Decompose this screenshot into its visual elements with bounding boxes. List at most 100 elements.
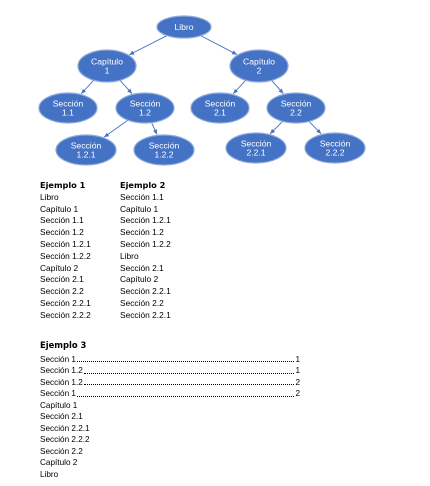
node-label: 1 — [105, 66, 110, 76]
node-label: Sección — [149, 141, 180, 151]
list-item: Sección 1.2.1 — [120, 215, 171, 226]
node-label: Capítulo — [243, 57, 275, 67]
node-shape — [55, 134, 117, 166]
edge-libro-cap2 — [200, 35, 238, 55]
list-item: Capítulo 1 — [120, 203, 159, 214]
example-2-title: Ejemplo 2 — [120, 180, 166, 190]
node-label: 1.2.1 — [76, 150, 95, 160]
list-item: Sección 2.1 — [120, 262, 164, 273]
node-label: Sección — [205, 99, 236, 109]
node-shape — [133, 134, 195, 166]
list-item: Libro — [120, 250, 139, 261]
edge-cap2-sec22 — [271, 80, 284, 94]
edge-sec12-sec121 — [103, 119, 129, 138]
node-shape — [229, 49, 289, 83]
list-item: Sección 1.2 — [120, 227, 164, 238]
node-label: Sección — [281, 99, 312, 109]
node-label: Sección — [71, 141, 102, 151]
toc-label: Sección 1.2 — [40, 377, 83, 387]
node-label: 1.1 — [62, 108, 74, 118]
list-item: Sección 1.1 — [40, 215, 84, 226]
node-shape — [38, 92, 98, 124]
list-item: Sección 2.2 — [40, 286, 84, 297]
list-item: Sección 2.2 — [120, 297, 164, 308]
node-label: Sección — [320, 139, 351, 149]
node-libro: Libro — [156, 15, 212, 39]
list-item: Sección 2.2.1 — [40, 297, 91, 308]
list-item: Sección 2.2.1 — [120, 309, 171, 320]
toc-page-number: 1 — [295, 366, 300, 375]
node-label: 1.2 — [139, 108, 151, 118]
list-item: Sección 1.2.2 — [120, 238, 171, 249]
edge-sec22-sec221 — [269, 121, 283, 135]
list-item: Libro — [40, 191, 59, 202]
node-label: 2.1 — [214, 108, 226, 118]
list-item: Sección 1.2.2 — [40, 250, 91, 261]
node-shape — [225, 132, 287, 164]
list-item: Sección 1.1 — [120, 191, 164, 202]
list-item: Sección 2.1 — [40, 412, 83, 421]
list-item: Capítulo 2 — [120, 274, 159, 285]
node-shape — [190, 92, 250, 124]
toc-leader — [76, 354, 295, 362]
node-label: Sección — [53, 99, 84, 109]
example-1-title: Ejemplo 1 — [40, 180, 86, 190]
edge-sec12-sec122 — [151, 122, 158, 135]
list-item: Libro — [40, 469, 59, 479]
list-item: Sección 2.2.2 — [40, 309, 91, 320]
node-shape — [266, 92, 326, 124]
toc-page-number: 1 — [295, 354, 300, 364]
hierarchy-diagram: LibroCapítulo1Capítulo2Sección1.1Sección… — [38, 15, 366, 166]
edge-sec22-sec222 — [308, 121, 322, 135]
edge-cap1-sec11 — [80, 79, 95, 95]
node-label: Libro — [174, 22, 193, 32]
toc-label: Sección 1 — [40, 389, 76, 398]
list-item: Capítulo 2 — [40, 262, 79, 273]
node-label: 2.2 — [290, 108, 302, 118]
edge-cap1-sec12 — [119, 80, 133, 94]
toc-label: Sección 1.2 — [40, 366, 83, 375]
node-label: 2.2.2 — [325, 148, 344, 158]
example-3-title: Ejemplo 3 — [40, 340, 87, 350]
edge-cap2-sec21 — [232, 79, 247, 95]
node-label: 2.2.1 — [246, 148, 265, 158]
toc-row: Sección 1.2 2 — [40, 377, 300, 389]
list-item: Sección 2.2.2 — [40, 435, 90, 444]
node-label: Sección — [130, 99, 161, 109]
list-item: Sección 2.2 — [40, 446, 83, 456]
toc-label: Sección 1 — [40, 354, 76, 364]
list-item: Capítulo 1 — [40, 400, 78, 410]
node-shape — [304, 132, 366, 164]
toc-leader — [83, 377, 295, 385]
toc-page-number: 2 — [295, 377, 300, 387]
toc-leader — [83, 365, 295, 374]
node-shape — [156, 15, 212, 39]
toc-row: Sección 1.2 1 — [40, 365, 300, 377]
node-label: Capítulo — [91, 57, 123, 67]
list-item: Capítulo 2 — [40, 458, 78, 467]
list-item: Sección 2.2.1 — [120, 286, 171, 297]
list-item: Sección 1.2 — [40, 227, 84, 238]
node-label: 1.2.2 — [154, 150, 173, 160]
toc-row: Sección 1 2 — [40, 388, 300, 400]
toc-page-number: 2 — [295, 389, 300, 398]
node-shape — [77, 49, 137, 83]
node-shape — [115, 92, 175, 124]
toc-leader — [76, 388, 295, 397]
node-label: 2 — [257, 66, 262, 76]
list-item: Sección 2.2.1 — [40, 423, 90, 433]
